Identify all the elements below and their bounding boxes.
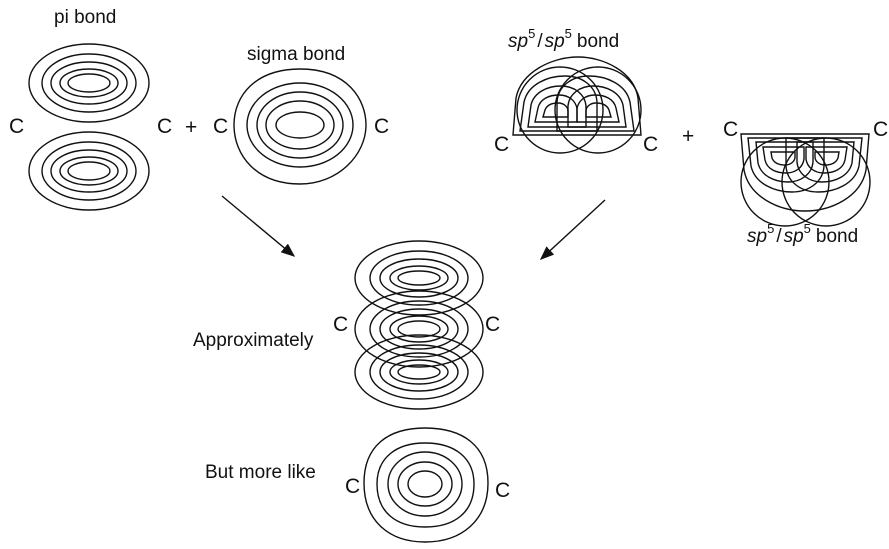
arrow-left xyxy=(222,196,294,256)
sigma-bond-carbon-right: C xyxy=(374,115,389,138)
sp5-upper-carbon-right: C xyxy=(643,133,658,156)
sp5-lower-carbon-right: C xyxy=(873,118,888,141)
pi-bond-upper-lobe xyxy=(29,44,149,122)
pi-bond-carbon-left: C xyxy=(9,115,24,138)
approx-carbon-right: C xyxy=(485,313,500,336)
final-bond-contours xyxy=(364,428,488,542)
sp5-upper-carbon-left: C xyxy=(494,133,509,156)
plus-sign-right: + xyxy=(682,125,694,148)
approx-combined-contours xyxy=(355,241,483,409)
sigma-bond-contours xyxy=(234,69,366,184)
pi-bond-carbon-right: C xyxy=(157,115,172,138)
sp5-lower-carbon-left: C xyxy=(723,118,738,141)
pi-bond-label: pi bond xyxy=(54,7,116,28)
approx-carbon-left: C xyxy=(333,313,348,336)
sp5-lower-bond-contours xyxy=(741,134,870,226)
sigma-bond-label: sigma bond xyxy=(247,44,345,65)
sigma-bond-carbon-left: C xyxy=(213,115,228,138)
arrow-right xyxy=(541,200,605,259)
plus-sign-left: + xyxy=(185,116,197,139)
sp5-upper-bond-contours xyxy=(513,57,641,153)
final-carbon-left: C xyxy=(345,475,360,498)
approximately-label: Approximately xyxy=(193,330,314,351)
but-more-like-label: But more like xyxy=(205,462,316,483)
pi-bond-lower-lobe xyxy=(29,132,149,210)
final-carbon-right: C xyxy=(495,479,510,502)
